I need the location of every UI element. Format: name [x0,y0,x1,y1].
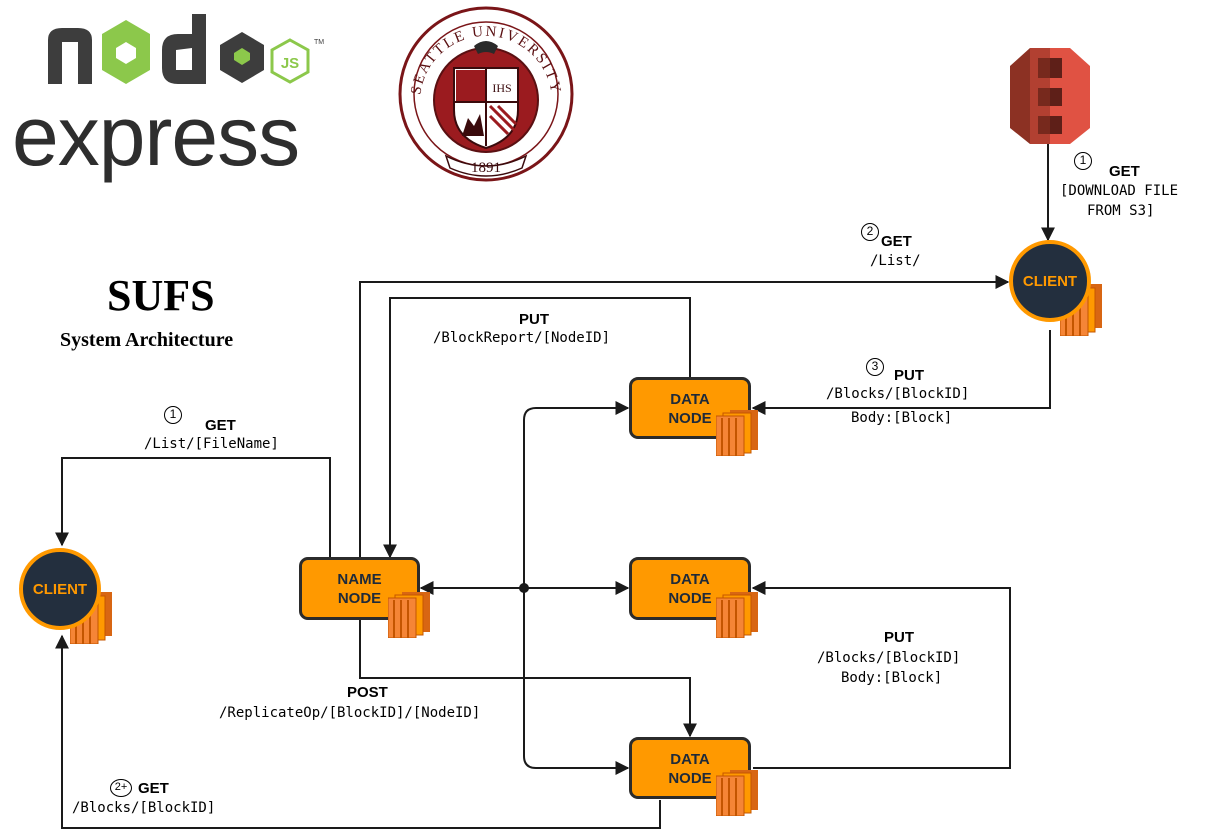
edge-path-label: /List/[FileName] [144,436,279,452]
data-node-1-label-1: DATA [670,391,710,408]
data-node-3-label-1: DATA [670,751,710,768]
diagram-subtitle: System Architecture [60,329,234,351]
diagram-title: SUFS [107,271,215,320]
client-left-circle: CLIENT [19,548,101,630]
edge-method-label: GET [881,233,912,250]
edge-body-label: Body:[Block] [851,410,953,426]
name-node-label-2: NODE [337,590,382,607]
ec2-icon [716,770,758,816]
step-number: 2+ [110,779,132,797]
edge-method-label: GET [205,417,236,434]
ec2-icon [716,410,758,456]
edge-path-label: /Blocks/[BlockID] [72,800,216,816]
edge-method-label: GET [138,780,169,797]
edge-list-get [359,275,1010,558]
edge-block-report [383,297,691,559]
edge-method-label: POST [347,684,388,701]
edge-path-label: /BlockReport/[NodeID] [433,330,611,346]
seal-year: 1891 [471,160,501,176]
edge-path-label: /List/ [870,253,921,269]
data-node-2-label-1: DATA [670,571,710,588]
edge-post-replicate [359,620,697,738]
ec2-icon [716,592,758,638]
name-node-label-1: NAME [337,571,382,588]
edge-method-label: PUT [884,629,914,646]
hub-junction [519,583,529,593]
express-logo: express [12,89,300,183]
edge-path-label: /Blocks/[BlockID] [826,386,970,402]
edge-hub-dn1 [523,401,630,588]
edge-replicate-put [751,581,1011,769]
data-node-3-label-2: NODE [668,770,712,787]
edge-path-label: [DOWNLOAD FILE [1060,183,1179,199]
edge-method-label: PUT [519,311,549,328]
data-node-2-label-2: NODE [668,590,712,607]
step-number: 1 [164,406,182,424]
edge-left-get [55,457,331,558]
name-node-box: NAME NODE [299,557,420,620]
edge-client-put [751,330,1051,415]
step-number: 2 [861,223,879,241]
edge-blocks-get [55,634,661,829]
data-node-3-box: DATA NODE [629,737,751,799]
js-badge-text: JS [281,55,299,72]
client-top-circle: CLIENT [1009,240,1091,322]
edge-method-label: GET [1109,163,1140,180]
edge-path-label: /ReplicateOp/[BlockID]/[NodeID] [219,705,481,721]
edge-path-label: /Blocks/[BlockID] [817,650,961,666]
svg-text:TM: TM [314,39,324,46]
edge-hub-dn3 [523,588,630,775]
step-number: 3 [866,358,884,376]
step-number: 1 [1074,152,1092,170]
edge-body-label: Body:[Block] [841,670,943,686]
data-node-1-label-2: NODE [668,410,712,427]
seal-monogram: IHS [492,81,511,95]
ec2-icon [388,592,430,638]
edge-method-label: PUT [894,367,924,384]
edge-path-label: FROM S3] [1087,203,1155,219]
